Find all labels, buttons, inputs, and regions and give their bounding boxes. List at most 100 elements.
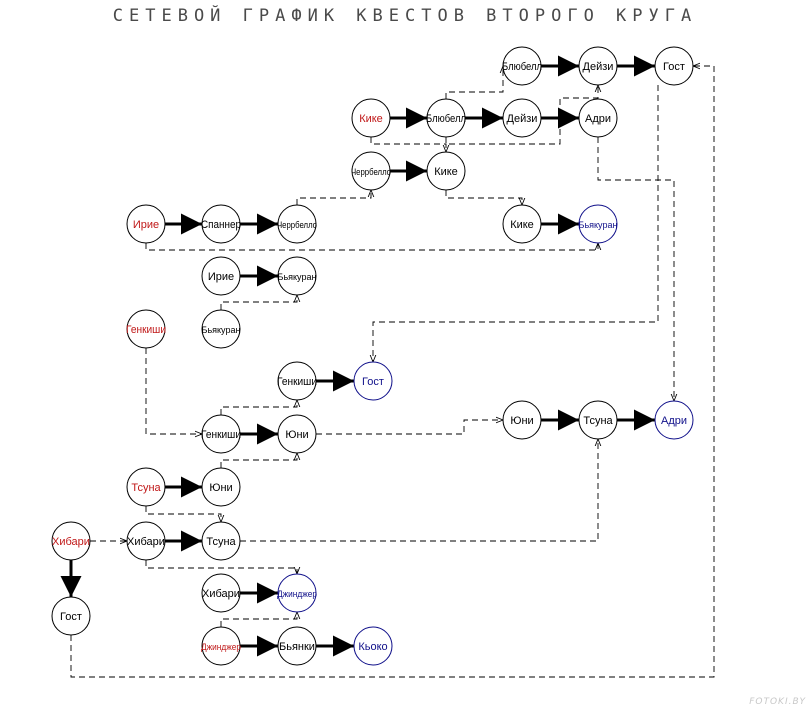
node-circle: [126, 309, 166, 349]
node-n33: Джинджер: [277, 573, 317, 613]
node-circle: [201, 414, 241, 454]
node-circle: [51, 596, 91, 636]
node-circle: [277, 204, 317, 244]
node-circle: [502, 204, 542, 244]
node-n21: Генкиши: [201, 414, 241, 454]
node-n27: Юни: [201, 467, 241, 507]
dashed-arrow-n5-n1: [445, 66, 503, 99]
dashed-arrow-n27-n21: [220, 453, 297, 468]
node-n15: Ирие: [201, 256, 241, 296]
node-label: Генкиши: [201, 429, 241, 441]
node-circle: [351, 98, 391, 138]
node-n17: Генкиши: [126, 309, 166, 349]
node-label: Гост: [60, 611, 82, 623]
node-circle: [277, 573, 317, 613]
node-label: Дейзи: [507, 113, 538, 125]
node-n34: Джинджер: [201, 626, 241, 666]
node-label: Черрбелло: [277, 220, 317, 230]
node-n35: Бьянки: [277, 626, 317, 666]
node-label: Хибари: [52, 536, 90, 548]
dashed-arrow-n26-n30: [145, 506, 221, 522]
node-n16: Бьякуран: [277, 256, 317, 296]
node-circle: [502, 46, 542, 86]
node-n26: Тсуна: [126, 467, 166, 507]
node-n25: Адри: [654, 400, 694, 440]
node-label: Дейзи: [583, 61, 614, 73]
node-label: Бьякуран: [202, 325, 241, 335]
node-n20: Гост: [353, 361, 393, 401]
node-label: Бьянки: [279, 641, 315, 653]
watermark: FOTOKI.BY: [749, 697, 806, 707]
node-label: Ирие: [208, 271, 234, 283]
node-circle: [277, 256, 317, 296]
dashed-arrow-n9-n13: [445, 190, 522, 205]
node-circle: [578, 400, 618, 440]
node-n14: Бьякуран: [578, 204, 618, 244]
node-label: Ирие: [133, 219, 159, 231]
node-label: Джинджер: [201, 642, 241, 652]
node-n36: Кьоко: [353, 626, 393, 666]
node-label: Юни: [510, 415, 533, 427]
node-circle: [126, 467, 166, 507]
node-circle: [201, 256, 241, 296]
dashed-arrow-n31-n3: [70, 66, 715, 678]
node-n7: Адри: [578, 98, 618, 138]
node-n12: Черрбелло: [277, 204, 317, 244]
node-circle: [502, 98, 542, 138]
node-circle: [277, 626, 317, 666]
node-label: Адри: [585, 113, 611, 125]
dashed-arrow-n10-n14: [145, 243, 598, 251]
diagram-title: СЕТЕВОЙ ГРАФИК КВЕСТОВ ВТОРОГО КРУГА: [112, 6, 698, 26]
node-n24: Тсуна: [578, 400, 618, 440]
node-n5: Блюбелл: [426, 98, 466, 138]
node-n29: Хибари: [126, 521, 166, 561]
node-circle: [426, 151, 466, 191]
node-label: Спаннер: [201, 219, 241, 231]
node-circle: [351, 151, 391, 191]
node-n22: Юни: [277, 414, 317, 454]
node-label: Бьякуран: [579, 220, 618, 230]
node-circle: [578, 98, 618, 138]
node-circle: [277, 361, 317, 401]
node-circle: [201, 521, 241, 561]
node-n1: Блюбелл: [502, 46, 542, 86]
dashed-arrow-n7-n25: [597, 137, 674, 401]
node-circle: [654, 400, 694, 440]
node-label: Адри: [661, 415, 687, 427]
node-n4: Кике: [351, 98, 391, 138]
node-label: Хибари: [127, 536, 165, 548]
node-label: Генкиши: [277, 376, 317, 388]
node-n19: Генкиши: [277, 361, 317, 401]
node-circle: [353, 361, 393, 401]
dashed-arrow-n3-n20: [373, 85, 659, 362]
node-label: Тсуна: [583, 415, 613, 427]
node-n6: Дейзи: [502, 98, 542, 138]
node-circle: [578, 46, 618, 86]
node-circle: [201, 626, 241, 666]
node-circle: [126, 204, 166, 244]
node-label: Блюбелл: [426, 113, 466, 125]
node-label: Кике: [510, 219, 534, 231]
node-circle: [578, 204, 618, 244]
node-n8: Черрбелло: [351, 151, 391, 191]
node-n31: Гост: [51, 596, 91, 636]
node-label: Кике: [359, 113, 383, 125]
node-label: Тсуна: [131, 482, 161, 494]
node-n11: Спаннер: [201, 204, 241, 244]
node-circle: [201, 204, 241, 244]
node-n2: Дейзи: [578, 46, 618, 86]
dashed-arrow-n5-n2: [445, 85, 598, 145]
node-label: Блюбелл: [502, 61, 542, 73]
node-n10: Ирие: [126, 204, 166, 244]
node-label: Джинджер: [277, 589, 317, 599]
node-circle: [426, 98, 466, 138]
node-circle: [51, 521, 91, 561]
node-label: Генкиши: [126, 324, 166, 336]
node-circle: [277, 414, 317, 454]
node-circle: [353, 626, 393, 666]
node-circle: [654, 46, 694, 86]
node-n9: Кике: [426, 151, 466, 191]
node-circle: [126, 521, 166, 561]
node-n18: Бьякуран: [201, 309, 241, 349]
